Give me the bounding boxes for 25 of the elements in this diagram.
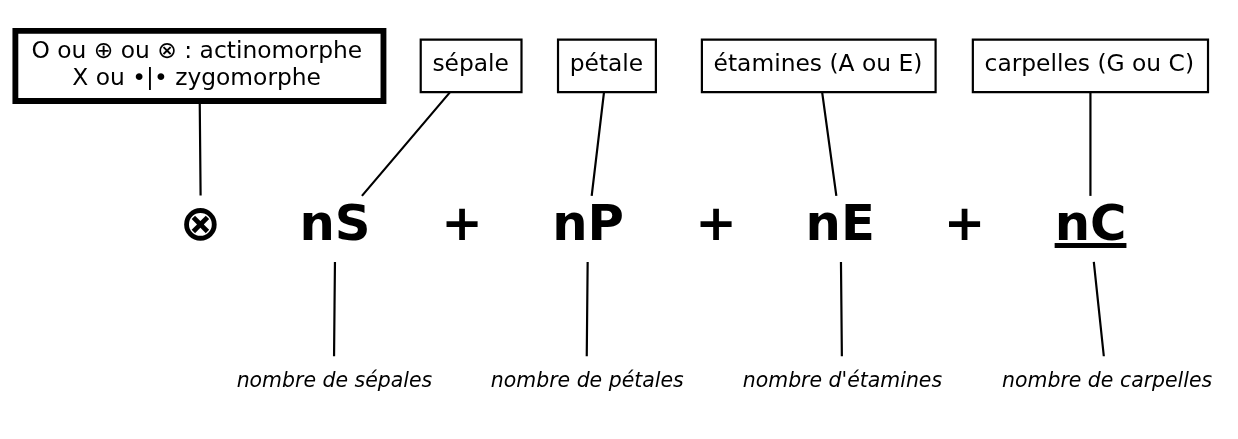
node-text: nP bbox=[552, 193, 624, 252]
connector bbox=[821, 91, 838, 196]
connector bbox=[590, 91, 606, 196]
connector bbox=[1092, 261, 1105, 356]
node-text: nombre d'étamines bbox=[742, 367, 943, 392]
node-text: nombre de pétales bbox=[490, 367, 684, 392]
node-box: étamines (A ou E) bbox=[700, 38, 937, 93]
node-text: nE bbox=[805, 193, 875, 252]
connector bbox=[332, 261, 337, 356]
node-box: O ou ⊕ ou ⊗ : actinomorphe X ou •|• zygomorphe bbox=[12, 27, 387, 104]
node-box: sépale bbox=[419, 38, 523, 93]
connector bbox=[361, 91, 451, 197]
node-text: nombre de sépales bbox=[236, 367, 433, 392]
connector bbox=[1089, 91, 1092, 196]
connector bbox=[839, 261, 843, 356]
label: + bbox=[441, 193, 483, 252]
label: + bbox=[695, 193, 737, 252]
connector bbox=[585, 261, 589, 356]
node-box: pétale bbox=[556, 38, 657, 93]
node-box: carpelles (G ou C) bbox=[971, 38, 1210, 93]
node-text: ⊗ bbox=[179, 193, 222, 252]
label: + bbox=[943, 193, 986, 252]
node-text: nS bbox=[299, 193, 371, 252]
node-text: nombre de carpelles bbox=[1002, 367, 1213, 392]
node-text: nC bbox=[1054, 193, 1127, 252]
